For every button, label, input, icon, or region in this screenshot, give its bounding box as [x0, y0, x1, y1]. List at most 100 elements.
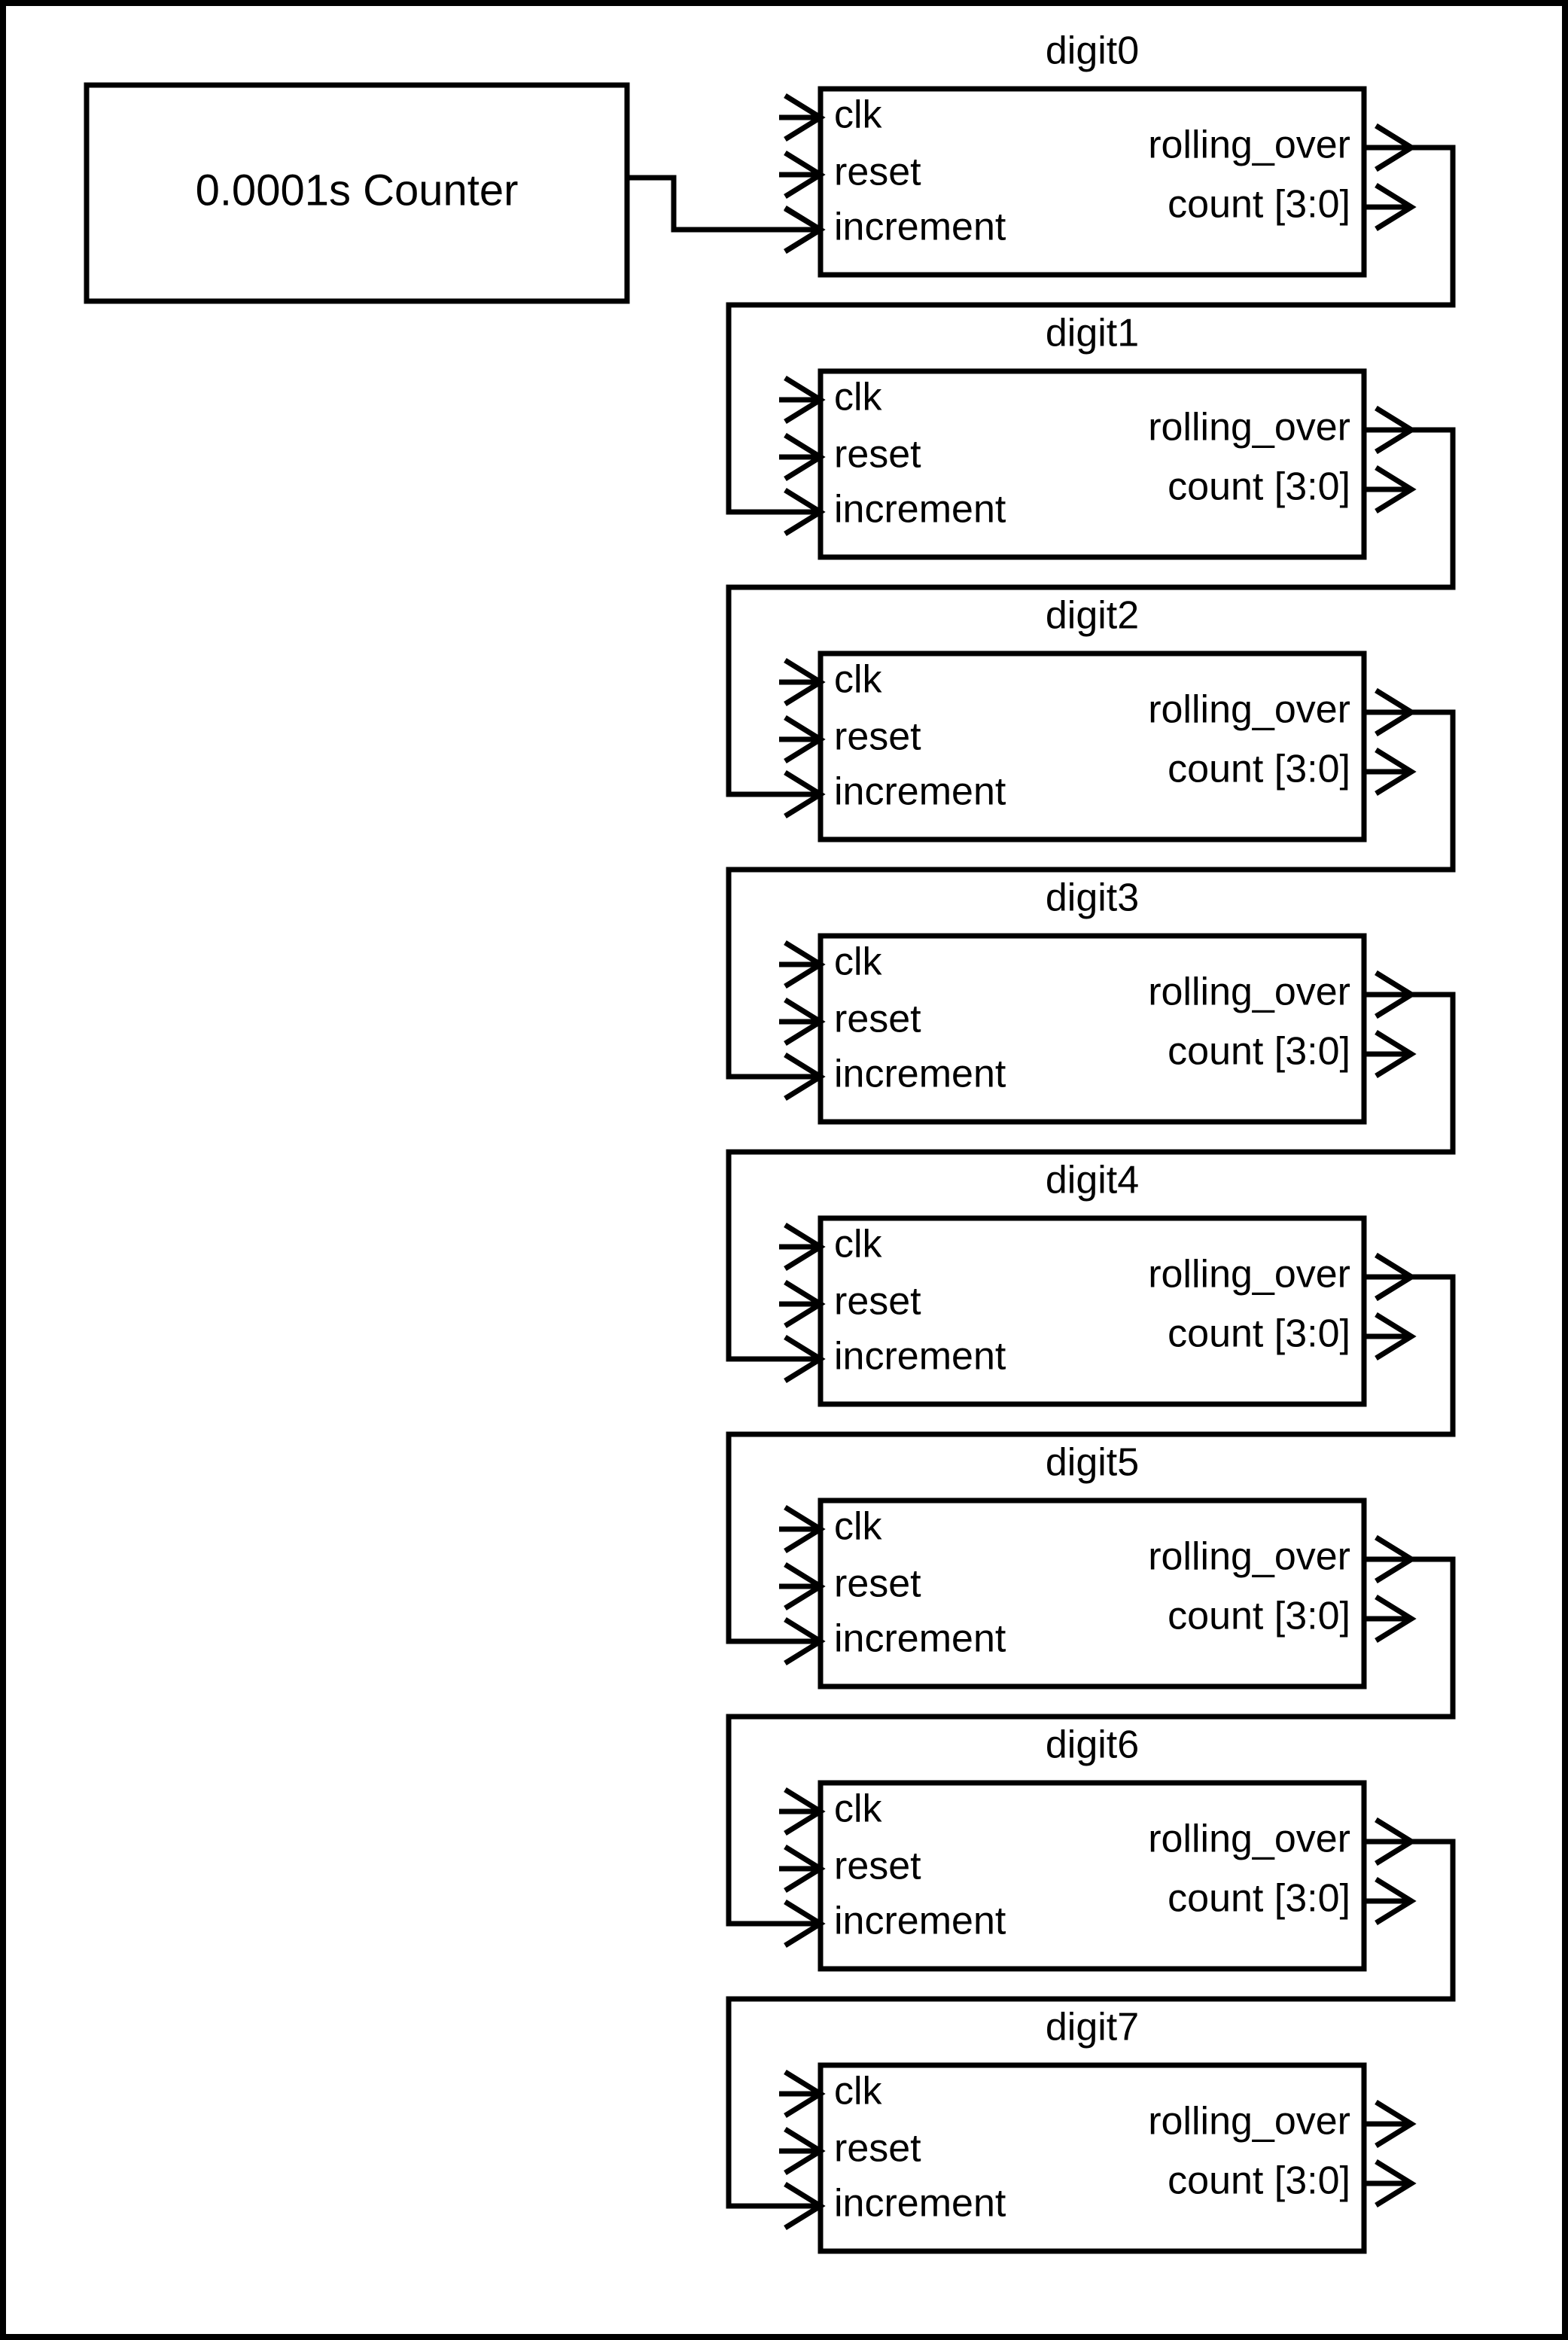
digit-5-output-arrow-1	[1364, 1595, 1417, 1643]
digit-4-output-arrow-1	[1364, 1312, 1417, 1360]
digit-block-4[interactable]: digit4 clk reset increment rolling_overcount…	[779, 1159, 1417, 1407]
digit-6-input-arrow-2	[784, 1900, 826, 1948]
digit-6-input-label-0: clk	[834, 1787, 883, 1831]
counter-block-label: 0.0001s Counter	[196, 166, 519, 215]
digit-2-output-label-0: rolling_over	[1148, 688, 1350, 732]
digit-block-2[interactable]: digit2clkresetincrementrolling_overcount…	[779, 594, 1417, 842]
digit-2-input-arrow-2	[784, 770, 826, 818]
digit-title-3: digit3	[1046, 876, 1139, 920]
digit-4-input-arrow-2	[784, 1335, 826, 1383]
digit-2-input-arrow-1	[779, 715, 826, 763]
digit-title-4: digit4	[1046, 1159, 1139, 1202]
digit-7-input-label-2: increment	[834, 2182, 1006, 2226]
wire-rolling-over-3-to-increment-4	[726, 970, 1456, 1362]
digit-3-output-arrow-1	[1364, 1030, 1417, 1078]
digit-3-input-arrow-2	[784, 1053, 826, 1101]
digit-3-input-arrow-0	[779, 940, 826, 989]
digit-0-input-label-2: increment	[834, 206, 1006, 249]
digit-7-input-arrow-2	[784, 2182, 826, 2230]
digit-1-input-arrow-0	[779, 376, 826, 424]
digit-block-3[interactable]: digit3clkresetincrementrolling_overcount…	[779, 876, 1417, 1125]
digit-7-output-label-0: rolling_over	[1148, 2100, 1350, 2143]
digit-title-0: digit0	[1046, 29, 1139, 73]
counter-block-rect	[84, 82, 630, 304]
digit-7-input-arrow-0	[779, 2070, 826, 2118]
digit-6-input-arrow-0	[779, 1787, 826, 1836]
wire-rolling-over-2-to-increment-3	[726, 688, 1456, 1080]
digit-7-output-arrow-1	[1364, 2159, 1417, 2207]
wire-rolling-over-6-to-increment-7	[726, 1817, 1456, 2209]
digit-1-input-label-0: clk	[834, 376, 883, 419]
wire-rolling-over-5-to-increment-6	[726, 1535, 1456, 1927]
digit-2-output-label-1: count [3:0]	[1168, 748, 1350, 791]
digit-1-input-arrow-1	[779, 433, 826, 481]
digit-3-input-arrow-1	[779, 998, 826, 1046]
digit-5-input-label-2: increment	[834, 1617, 1006, 1661]
digit-block-0[interactable]: digit0clkresetincrementrolling_overcount…	[779, 29, 1417, 278]
digit-2-input-arrow-0	[779, 658, 826, 706]
digit-box-rect-4	[817, 1215, 1367, 1407]
digit-box-rect-6	[817, 1780, 1367, 1972]
digit-0-input-label-0: clk	[834, 93, 883, 137]
digit-title-2: digit2	[1046, 594, 1139, 638]
digit-1-input-label-2: increment	[834, 488, 1006, 532]
digit-0-output-label-0: rolling_over	[1148, 123, 1350, 167]
digit-block-7[interactable]: digit7clkresetincrementrolling_overcount…	[779, 2006, 1417, 2254]
digit-5-input-arrow-0	[779, 1505, 826, 1553]
digit-2-input-label-2: increment	[834, 770, 1006, 814]
digit-0-output-arrow-1	[1364, 183, 1417, 231]
wire-rolling-over-4-to-increment-5	[726, 1253, 1456, 1644]
digit-6-input-label-1: reset	[834, 1845, 921, 1888]
digit-3-input-label-2: increment	[834, 1053, 1006, 1096]
digit-2-input-label-1: reset	[834, 715, 921, 759]
digit-4-input-label-0: clk	[834, 1223, 883, 1266]
digit-1-output-label-0: rolling_over	[1148, 406, 1350, 449]
digit-6-output-label-1: count [3:0]	[1168, 1877, 1350, 1921]
digit-5-output-label-0: rolling_over	[1148, 1535, 1350, 1579]
digit-4-output-label-1: count [3:0]	[1168, 1312, 1350, 1356]
digit-4-input-label-1: reset	[834, 1280, 921, 1324]
digit-5-input-label-0: clk	[834, 1505, 883, 1549]
digit-title-1: digit1	[1046, 312, 1139, 355]
digit-4-output-label-0: rolling_over	[1148, 1253, 1350, 1296]
wire-rolling-over-1-to-increment-2	[726, 406, 1456, 797]
digit-5-input-arrow-2	[784, 1617, 826, 1665]
digit-3-output-label-0: rolling_over	[1148, 970, 1350, 1014]
digit-6-output-label-0: rolling_over	[1148, 1817, 1350, 1861]
digit-6-input-arrow-1	[779, 1845, 826, 1893]
digit-0-input-arrow-0	[779, 93, 826, 142]
counter-block[interactable]: 0.0001s Counter	[84, 82, 630, 304]
digit-2-output-arrow-1	[1364, 748, 1417, 796]
digit-0-input-arrow-2	[784, 206, 826, 254]
digit-5-input-label-1: reset	[834, 1562, 921, 1606]
digit-box-rect-0	[817, 86, 1367, 278]
digit-1-output-label-1: count [3:0]	[1168, 465, 1350, 509]
digit-1-input-arrow-2	[784, 488, 826, 536]
digit-7-input-label-0: clk	[834, 2070, 883, 2113]
digit-1-input-label-1: reset	[834, 433, 921, 477]
digit-block-6[interactable]: digit6clkresetincrementrolling_overcount…	[779, 1723, 1417, 1972]
digit-5-input-arrow-1	[779, 1562, 826, 1610]
digit-6-output-arrow-1	[1364, 1877, 1417, 1925]
digit-7-input-label-1: reset	[834, 2127, 921, 2171]
digit-1-output-arrow-1	[1364, 465, 1417, 513]
digit-3-input-label-0: clk	[834, 940, 883, 984]
digit-3-output-label-1: count [3:0]	[1168, 1030, 1350, 1074]
digit-4-input-arrow-1	[779, 1280, 826, 1328]
digit-box-rect-7	[817, 2062, 1367, 2254]
wire-rolling-over-0-to-increment-1	[726, 123, 1456, 515]
digit-block-1[interactable]: digit1 clk reset increment rolling_overcount…	[779, 312, 1417, 560]
digit-title-6: digit6	[1046, 1723, 1139, 1767]
digit-0-output-label-1: count [3:0]	[1168, 183, 1350, 227]
digit-box-rect-1	[817, 368, 1367, 560]
digit-7-output-arrow-0	[1364, 2100, 1417, 2148]
digit-7-input-arrow-1	[779, 2127, 826, 2175]
digit-5-output-label-1: count [3:0]	[1168, 1595, 1350, 1638]
digit-4-input-label-2: increment	[834, 1335, 1006, 1379]
digit-title-5: digit5	[1046, 1441, 1139, 1485]
digit-box-rect-3	[817, 933, 1367, 1125]
digit-4-input-arrow-0	[779, 1223, 826, 1271]
